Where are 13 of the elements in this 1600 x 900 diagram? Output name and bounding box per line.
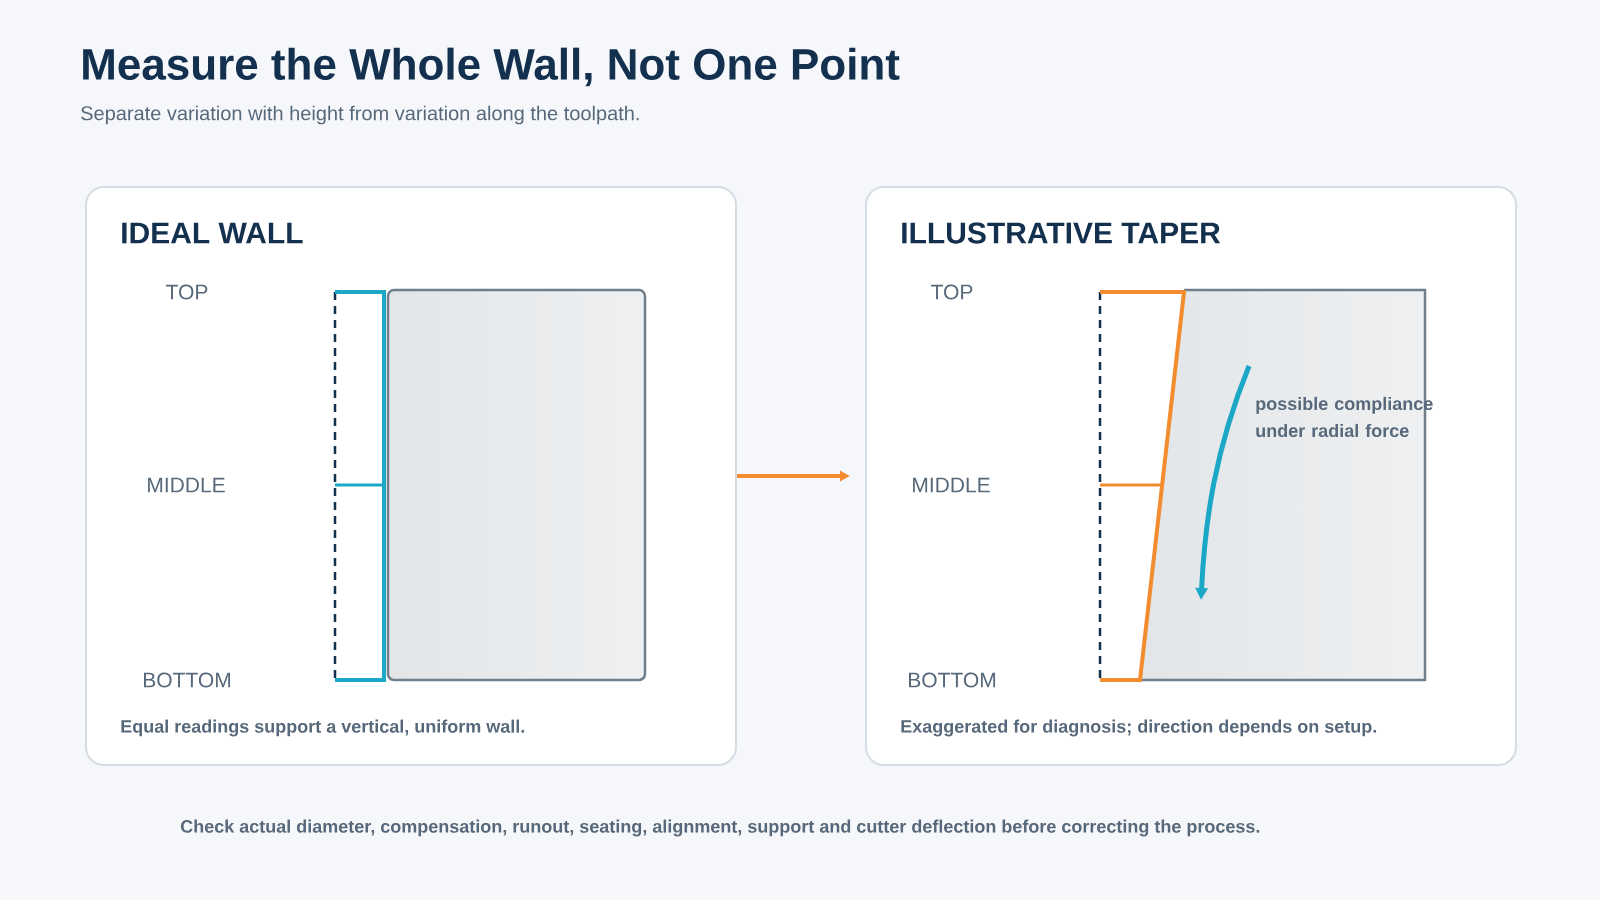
- height-label: MIDDLE: [913, 477, 990, 493]
- height-label: TOP: [166, 284, 208, 300]
- height-label: BOTTOM: [144, 672, 231, 688]
- title: Measure the Whole Wall, Not One Point: [83, 47, 900, 87]
- card-heading: IDEAL WALL: [122, 222, 303, 244]
- height-label: TOP: [931, 284, 973, 300]
- footnote: Check actual diameter, compensation, runout, seating, alignment, support and cutter deflection before correcting the process.: [180, 819, 1260, 837]
- card-caption: Exaggerated for diagnosis; direction depends on setup.: [901, 719, 1377, 737]
- card-caption: Equal readings support a vertical, uniform wall.: [121, 719, 525, 737]
- card-heading: ILLUSTRATIVE TAPER: [902, 222, 1221, 244]
- subtitle: Separate variation with height from variation along the toolpath.: [81, 105, 639, 125]
- height-label: BOTTOM: [909, 672, 996, 688]
- height-label: MIDDLE: [148, 477, 225, 493]
